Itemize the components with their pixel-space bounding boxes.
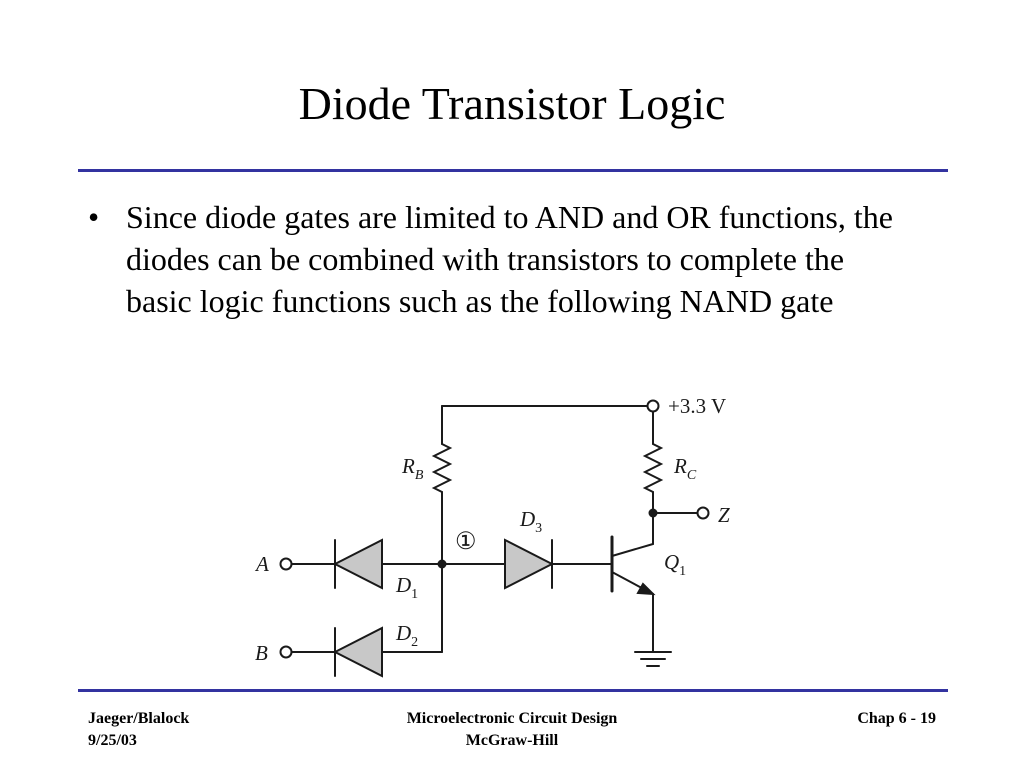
bullet-marker: • — [88, 199, 100, 235]
input-a-label: A — [254, 552, 269, 576]
q1-emitter-arrow — [636, 582, 656, 596]
output-label: Z — [718, 503, 730, 527]
rc-label: RC — [673, 454, 697, 483]
q1-label: Q1 — [664, 550, 686, 579]
footer-page-number: Chap 6 - 19 — [857, 710, 936, 727]
bullet-text: Since diode gates are limited to AND and… — [126, 199, 893, 319]
output-terminal — [696, 506, 710, 520]
d3-label: D3 — [519, 507, 542, 536]
input-b-terminal — [279, 645, 293, 659]
d2-label: D2 — [395, 621, 418, 650]
rb-label: RB — [401, 454, 424, 483]
rb-resistor — [431, 443, 453, 493]
output-junction — [648, 508, 658, 518]
input-b-label: B — [255, 641, 268, 665]
footer-date: 9/25/03 — [88, 732, 137, 749]
node-1-label: ① — [455, 529, 477, 555]
footer-left: Jaeger/Blalock 9/25/03 — [88, 708, 189, 752]
slide-title: Diode Transistor Logic — [298, 78, 726, 129]
d3-diode — [504, 538, 555, 590]
bullet-item: • Since diode gates are limited to AND a… — [88, 196, 908, 322]
footer-center: Microelectronic Circuit Design McGraw-Hi… — [312, 708, 712, 752]
q1-collector — [611, 543, 654, 557]
footer-book-title: Microelectronic Circuit Design — [406, 710, 618, 727]
footer-publisher: McGraw-Hill — [465, 732, 559, 749]
bullet-list: • Since diode gates are limited to AND a… — [88, 196, 908, 322]
node-1-junction — [437, 559, 447, 569]
d1-diode — [332, 538, 383, 590]
footer-divider — [78, 689, 948, 692]
footer-authors: Jaeger/Blalock — [88, 710, 190, 727]
rc-resistor — [642, 443, 664, 493]
d1-label: D1 — [395, 573, 418, 602]
d2-diode — [332, 626, 383, 678]
supply-terminal — [646, 399, 660, 413]
title-divider — [78, 169, 948, 172]
supply-label: +3.3 V — [668, 394, 726, 418]
input-a-terminal — [279, 557, 293, 571]
footer-right: Chap 6 - 19 — [857, 708, 936, 730]
